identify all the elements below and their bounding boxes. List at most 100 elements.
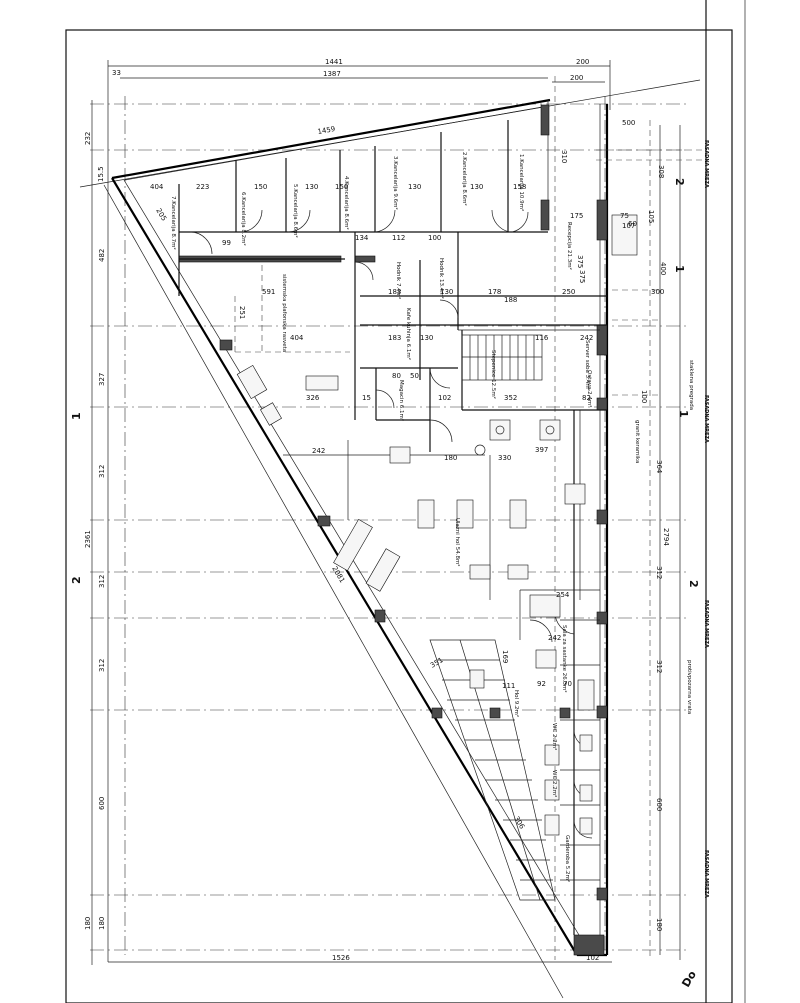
lower-dimension-label: 242 <box>548 634 561 642</box>
right-top-dimension-label: 242 <box>580 334 593 342</box>
room-dimension-label: 150 <box>335 183 348 191</box>
lower-dimension-label: 70 <box>563 680 572 688</box>
bottom-dimension-texts: 1526 102 <box>332 954 599 962</box>
lower-dimension-label: 169 <box>501 650 509 663</box>
room-dimension-label: 130 <box>408 183 421 191</box>
left-dimension-label: 180 <box>98 917 106 930</box>
room-dimension-label: 100 <box>428 234 441 242</box>
right-dimension-label: 600 <box>655 798 663 811</box>
axis-label: 1 <box>70 412 83 420</box>
door-swings <box>189 209 593 839</box>
lower-dimension-label: 397 <box>535 446 548 454</box>
left-small-dimension-label: 404 <box>150 183 164 191</box>
right-top-dimension-label: 500 <box>622 119 635 127</box>
room-dimension-label: 112 <box>392 234 405 242</box>
room-label: 1.Kancelarija 10.9m² <box>518 154 525 211</box>
axis-label: 2 <box>70 576 83 584</box>
lower-dimension-label: 111 <box>502 682 515 690</box>
right-axis-mark: 2 <box>673 178 686 186</box>
facade-label: FASADNA MREZA <box>703 140 709 188</box>
lower-dimension-texts: 326 242 180 330 397 254 242 169 111 92 7… <box>306 394 572 690</box>
room-label: Stepenice 12.5m² <box>490 350 497 399</box>
lower-dimension-label: 351 <box>429 656 445 670</box>
annotation-texts: sistemska plafonska rasveta staklena pre… <box>281 274 694 714</box>
room-label: WC 2.2m² <box>551 723 558 750</box>
right-dimension-label: 375 <box>576 255 584 268</box>
room-label: Server soba 3.4m² <box>584 340 591 391</box>
facade-label: FASADNA MREZA <box>703 395 709 443</box>
furniture <box>236 214 638 836</box>
room-label: Sala za sastanke 26.3m² <box>561 625 568 693</box>
left-dimension-label: 482 <box>98 249 106 262</box>
room-label: Hodnik 7.4m² <box>395 262 402 299</box>
dimension-label: 200 <box>570 74 583 82</box>
right-top-dimension-label: 75 <box>620 212 629 220</box>
top-dimension-texts: 1441 1387 200 200 33 1459 500 107 75 60 … <box>112 58 664 342</box>
room-label: Ostava 2.4m² <box>586 370 593 407</box>
right-top-dimension-label: 107 <box>622 222 635 230</box>
annotation-label: granit keramika <box>634 420 640 463</box>
diagonal-dimension-label: 205 <box>154 207 168 223</box>
left-dimension-label: 312 <box>98 659 106 672</box>
core-dimension-texts: 80 50 102 352 82 15 <box>362 372 591 402</box>
room-dimension-label: 130 <box>420 334 433 342</box>
right-top-dimension-label: 300 <box>651 288 664 296</box>
right-axis-mark: 1 <box>677 410 690 418</box>
lower-dimension-label: 92 <box>537 680 546 688</box>
left-dimension-label: 600 <box>98 797 106 810</box>
left-dimension-label: 2361 <box>84 530 92 548</box>
room-labels: 7.Kancelarija 8.7m² 6.Kancelarija 8.2m² … <box>170 152 593 882</box>
core-dimension-label: 102 <box>438 394 451 402</box>
right-axis-mark: 1 <box>673 265 686 273</box>
right-dimension-label: 180 <box>655 918 663 931</box>
grid-axis-markers: 1 2 2 1 1 2 <box>70 178 700 588</box>
annotation-label: sistemska plafonska rasveta <box>281 274 287 352</box>
core-dimension-label: 15 <box>362 394 371 402</box>
right-top-dimension-label: 116 <box>535 334 549 342</box>
room-label: 5.Kancelarija 8.6m² <box>292 184 299 238</box>
grid-axes <box>90 76 690 960</box>
left-dimension-label: 232 <box>84 132 92 145</box>
dimension-label: 200 <box>576 58 589 66</box>
left-small-dimension-label: 15.5 <box>97 166 105 182</box>
dimension-label: 1441 <box>325 58 343 66</box>
room-row-dimension-texts: 223 150 130 150 130 130 158 99 134 112 1… <box>196 183 526 342</box>
core-dimension-label: 50 <box>410 372 419 380</box>
facade-label: FASADNA MREZA <box>703 600 709 648</box>
room-dimension-label: 178 <box>488 288 501 296</box>
lower-dimension-label: 242 <box>312 447 325 455</box>
right-dimension-label: 364 <box>655 460 663 474</box>
core-dimension-label: 352 <box>504 394 517 402</box>
room-label: Hodnik 13.4m² <box>438 258 445 299</box>
room-label: Magacin 6.1m² <box>398 380 405 421</box>
room-label: 4.Kancelarija 8.6m² <box>343 176 350 230</box>
room-dimension-label: 158 <box>513 183 526 191</box>
right-far-dimension-label: 400 <box>659 262 667 275</box>
right-dimension-label: 312 <box>655 660 663 673</box>
right-far-dimension-label: 105 <box>647 210 655 223</box>
room-label: Garderoba 5.2m² <box>564 835 571 882</box>
lower-dimension-label: 326 <box>306 394 320 402</box>
room-label: Hol 9.2m² <box>513 690 520 717</box>
dimension-label: 1387 <box>323 70 341 78</box>
right-dimension-label: 308 <box>657 165 665 178</box>
room-dimension-label: 404 <box>290 334 304 342</box>
bottom-dimension-label: 1526 <box>332 954 350 962</box>
lower-dimension-label: 330 <box>498 454 511 462</box>
corner-mark-label: Do <box>679 968 699 989</box>
corner-mark: Do <box>679 968 699 989</box>
room-label: Kafe kuhinja 6.1m² <box>405 308 412 360</box>
room-dimension-label: 223 <box>196 183 209 191</box>
room-dimension-label: 183 <box>388 288 401 296</box>
right-top-dimension-label: 60 <box>628 220 637 228</box>
left-dimension-label: 327 <box>98 373 106 386</box>
right-far-dimension-label: 310 <box>560 150 568 163</box>
lower-dimension-label: 180 <box>444 454 457 462</box>
lower-dimension-label: 254 <box>556 591 570 599</box>
room-dimension-label: 130 <box>470 183 483 191</box>
room-label: 3.Kancelarija 9.6m² <box>392 156 399 210</box>
annotation-label: staklena pregrada <box>688 360 694 410</box>
dimension-chains <box>91 60 681 965</box>
core-dimension-label: 82 <box>582 394 591 402</box>
